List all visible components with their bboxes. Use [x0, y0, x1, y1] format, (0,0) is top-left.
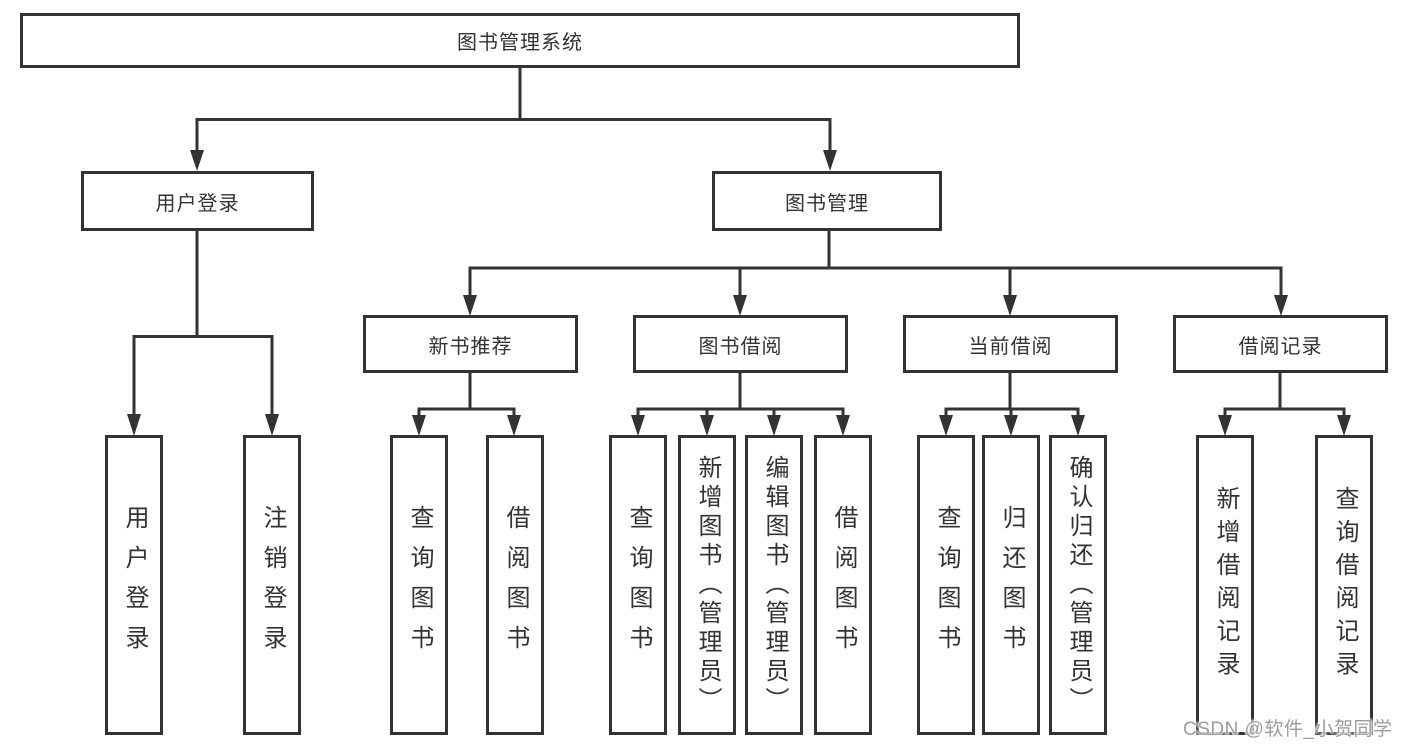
leaf-label: 查询借阅记录 [1331, 486, 1358, 684]
leaf-add-books-admin: 新增图书（管理员） [678, 435, 736, 735]
leaf-query-books-recommend: 查询图书 [390, 435, 448, 735]
leaf-borrow-books-recommend: 借阅图书 [486, 435, 544, 735]
leaf-user-login: 用户登录 [105, 435, 163, 735]
node-label: 图书借阅 [698, 335, 783, 358]
leaf-edit-books-admin: 编辑图书（管理员） [745, 435, 803, 735]
node-book-management-branch: 图书管理 [712, 171, 942, 231]
leaf-label: 编辑图书（管理员） [761, 454, 788, 716]
node-book-borrowing: 图书借阅 [633, 315, 848, 373]
csdn-watermark: CSDN @软件_小贺同学 [1183, 719, 1393, 740]
leaf-label: 注销登录 [259, 505, 286, 665]
node-borrowing-records: 借阅记录 [1173, 315, 1388, 373]
leaf-add-borrow-record: 新增借阅记录 [1196, 435, 1254, 735]
node-user-login-branch: 用户登录 [81, 171, 314, 231]
node-label: 图书管理 [785, 192, 869, 215]
node-label: 当前借阅 [968, 335, 1053, 358]
leaf-logout: 注销登录 [243, 435, 301, 735]
leaf-confirm-return-admin: 确认归还（管理员） [1049, 435, 1107, 735]
leaf-label: 新增借阅记录 [1212, 486, 1239, 684]
node-library-system: 图书管理系统 [20, 13, 1020, 68]
node-label: 用户登录 [155, 192, 240, 215]
leaf-label: 新增图书（管理员） [694, 454, 721, 716]
node-label: 图书管理系统 [457, 32, 583, 54]
leaf-label: 用户登录 [121, 505, 148, 665]
leaf-query-books-current: 查询图书 [917, 435, 975, 735]
node-current-borrowing: 当前借阅 [903, 315, 1118, 373]
node-new-book-recommendation: 新书推荐 [363, 315, 578, 373]
leaf-label: 借阅图书 [830, 505, 857, 665]
leaf-label: 查询图书 [625, 505, 652, 665]
leaf-label: 确认归还（管理员） [1065, 454, 1092, 716]
leaf-label: 借阅图书 [502, 505, 529, 665]
leaf-return-books: 归还图书 [982, 435, 1040, 735]
leaf-borrow-books: 借阅图书 [814, 435, 872, 735]
node-label: 借阅记录 [1238, 335, 1323, 358]
leaf-label: 归还图书 [998, 505, 1025, 665]
leaf-label: 查询图书 [406, 505, 433, 665]
leaf-query-borrow-record: 查询借阅记录 [1315, 435, 1373, 735]
leaf-label: 查询图书 [933, 505, 960, 665]
leaf-query-books-borrowing: 查询图书 [609, 435, 667, 735]
node-label: 新书推荐 [428, 335, 513, 358]
